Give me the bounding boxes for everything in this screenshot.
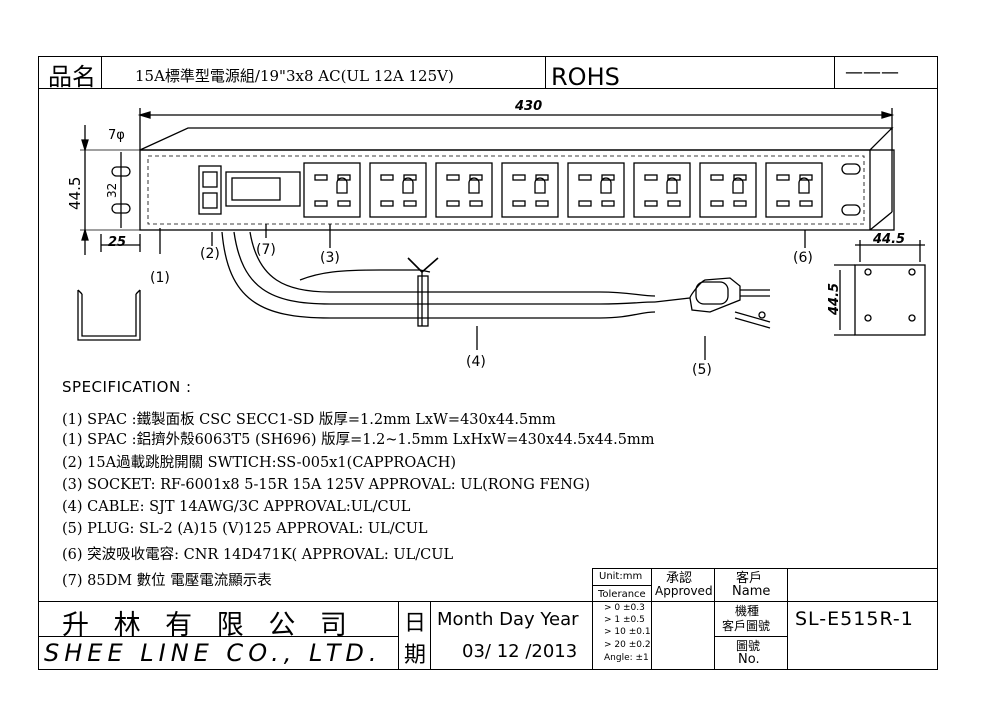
mount-slot-right-bottom: [841, 204, 861, 216]
outlet-socket: [369, 162, 427, 218]
tolerance-1: > 0 ±0.3: [604, 603, 645, 613]
approved-cn: 承認: [666, 571, 693, 586]
chassis-top-face: [139, 127, 894, 151]
spec-line-6: (5) PLUG: SL-2 (A)15 (V)125 APPROVAL: UL…: [62, 521, 428, 537]
date-cn-2: 期: [404, 643, 427, 668]
date-format: Month Day Year: [437, 609, 579, 630]
end-view: [854, 264, 926, 336]
drawing-frame: [38, 56, 938, 670]
title-sep-c: [592, 568, 593, 670]
callout-3: (3): [320, 250, 340, 266]
power-strip-drawing: 430 7φ 44.5 32 25 44.5 44.5 (1) (2) (3) …: [66, 99, 926, 378]
unit-label: Unit:mm: [599, 571, 643, 582]
name-label: 品名: [48, 63, 96, 91]
tolerance-3: > 10 ±0.1: [604, 627, 651, 637]
dim-hole-spacing-text: 32: [105, 183, 119, 198]
outlet-socket: [633, 162, 691, 218]
header-sep-2: [545, 56, 546, 88]
spec-line-3: (2) 15A過載跳脫開關 SWTICH:SS-005x1(CAPPROACH): [62, 455, 457, 471]
outlet-socket: [501, 162, 559, 218]
drawing-no-en: No.: [738, 652, 760, 667]
spec-line-8: (7) 85DM 數位 電壓電流顯示表: [62, 573, 272, 589]
model-divider-2: [714, 636, 787, 637]
callout-5: (5): [692, 362, 712, 378]
digital-meter: [225, 171, 301, 207]
title-block-upper-line: [592, 568, 938, 569]
spec-line-7: (6) 突波吸收電容: CNR 14D471K( APPROVAL: UL/CU…: [62, 547, 454, 563]
company-cn: 升 林 有 限 公 司: [62, 610, 355, 641]
header-sep-3: [834, 56, 835, 88]
callout-7: (7): [256, 242, 276, 258]
model-cn-2: 客戶圖號: [722, 619, 771, 633]
outlet-socket: [435, 162, 493, 218]
mount-slot-right-top: [841, 163, 861, 175]
front-panel: [139, 149, 895, 231]
revision-label: ———: [845, 62, 899, 83]
tolerance-2: > 1 ±0.5: [604, 615, 645, 625]
company-en: SHEE LINE CO., LTD.: [44, 639, 382, 667]
outlet-socket: [303, 162, 361, 218]
tolerance-label: Tolerance: [598, 589, 646, 600]
title-sep-a: [398, 601, 399, 670]
rohs-label: ROHS: [551, 63, 620, 91]
dim-edge-text: 25: [108, 235, 126, 250]
dim-hole-text: 7φ: [108, 128, 125, 143]
spec-line-1: (1) SPAC :鐵製面板 CSC SECC1-SD 版厚=1.2mm LxW…: [62, 412, 556, 428]
plug-body: [654, 277, 741, 313]
outlet-socket: [567, 162, 625, 218]
name-en: Name: [732, 584, 771, 599]
spec-line-4: (3) SOCKET: RF-6001x8 5-15R 15A 125V APP…: [62, 477, 591, 493]
title-sep-f: [787, 568, 788, 670]
dim-width-text: 430: [514, 99, 542, 114]
callout-6: (6): [793, 250, 813, 266]
name-cn: 客戶: [736, 571, 763, 586]
tolerance-5: Angle: ±1: [604, 653, 649, 663]
title-block-top: [38, 601, 938, 602]
dim-height-text: 44.5: [66, 177, 84, 210]
breaker-switch: [198, 165, 222, 215]
spec-line-2: (1) SPAC :鋁擠外殼6063T5 (SH696) 版厚=1.2~1.5m…: [62, 432, 655, 448]
spec-title: SPECIFICATION :: [62, 378, 192, 396]
spec-line-5: (4) CABLE: SJT 14AWG/3C APPROVAL:UL/CUL: [62, 499, 411, 515]
drawing-no-cn: 圖號: [736, 639, 761, 653]
power-cable: [221, 231, 656, 319]
model-number: SL-E515R-1: [795, 608, 914, 630]
company-divider: [38, 636, 398, 637]
date-cn-1: 日: [404, 611, 427, 636]
outlet-socket: [699, 162, 757, 218]
title-sep-b: [430, 601, 431, 670]
header-divider: [38, 88, 938, 89]
callout-1: (1): [150, 270, 170, 286]
unit-divider: [592, 585, 651, 586]
title-sep-e: [714, 568, 715, 670]
approved-en: Approved: [655, 584, 713, 598]
header-sep-1: [101, 56, 102, 88]
title-sep-d: [651, 568, 652, 670]
product-name: 15A標準型電源組/19"3x8 AC(UL 12A 125V): [135, 67, 454, 85]
channel-profile: [77, 290, 141, 341]
date-value: 03/ 12 /2013: [462, 641, 578, 662]
callout-4: (4): [466, 354, 486, 370]
tolerance-4: > 20 ±0.2: [604, 640, 651, 650]
end-width-text: 44.5: [872, 232, 905, 247]
callout-2: (2): [200, 246, 220, 262]
end-height-text: 44.5: [827, 283, 842, 316]
model-divider-1: [714, 601, 938, 602]
model-cn-1: 機種: [735, 604, 760, 618]
outlet-socket: [765, 162, 823, 218]
